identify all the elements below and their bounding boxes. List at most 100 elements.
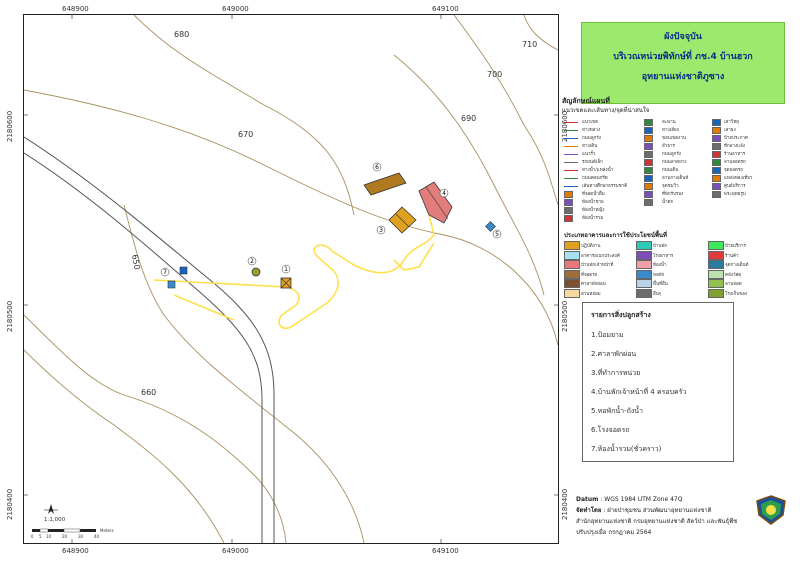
legend-symbol-label: ทางเลี่ยง	[662, 128, 679, 133]
legend-symbol-icon	[712, 119, 721, 126]
scale-tick: 10	[46, 534, 52, 539]
contour-line	[24, 89, 558, 346]
map-frame: 1 2 3 4 5 6 7 680 710 700 670 690 650 66…	[23, 14, 559, 544]
legend-symbol-label: ห้องน้ำรวม	[582, 216, 604, 221]
roof-ridge	[395, 213, 410, 228]
legend-symbol-icon	[712, 167, 721, 174]
legend-symbol-label: แหล่งท่องเที่ยว	[724, 176, 753, 181]
north-arrow-icon	[48, 504, 54, 514]
landuse-label: หอพัก	[653, 272, 665, 278]
coord-y-left: 2180600	[6, 110, 14, 142]
building-list-item: 5.หอพักน้ำ-ถังน้ำ	[591, 407, 643, 415]
legend-symbol-icon	[564, 191, 573, 198]
contour-line	[123, 204, 365, 543]
staff-house-building[interactable]	[418, 181, 453, 224]
grid-ticks	[24, 15, 558, 543]
building-number-labels: 1 2 3 4 5 6 7	[160, 162, 502, 277]
coord-y-left: 2180400	[6, 488, 14, 520]
legend-symbol-label: ถนนคอนกรีต	[582, 176, 608, 181]
building-list-box: รายการสิ่งปลูกสร้าง 1.ป้อมยาม 2.ศาลาพักผ…	[582, 302, 734, 462]
legend-symbol-label: แนวรั้ว	[582, 152, 596, 157]
restroom-building[interactable]	[167, 280, 176, 289]
legend-symbol-icon	[712, 135, 721, 142]
contour-line	[393, 54, 545, 296]
label-1: 1	[284, 266, 288, 273]
coord-x-top: 649100	[432, 5, 459, 13]
legend-symbol-icon	[644, 135, 653, 142]
title-line-2: บริเวณหน่วยพิทักษ์ที่ ภช.4 บ้านฮวก	[613, 52, 753, 62]
legend-symbol-label: ทางน้ำ/แหล่งน้ำ	[582, 168, 614, 173]
legend-symbol-icon	[564, 162, 578, 163]
legend-symbol-icon	[644, 119, 653, 126]
landuse-swatch	[636, 260, 652, 269]
map-footer: Datum : WGS 1984 UTM Zone 47Q จัดทำโดย :…	[576, 494, 737, 538]
legend-symbol-icon	[644, 167, 653, 174]
contour-line	[453, 15, 558, 206]
landuse-label: ป้ายบริการ	[725, 244, 746, 249]
landuse-swatch	[564, 269, 580, 279]
map-canvas[interactable]: 1 2 3 4 5 6 7 680 710 700 670 690 650 66…	[24, 15, 558, 543]
contour-label: 700	[487, 70, 502, 79]
landuse-label: จุดกางเต็นท์	[725, 263, 749, 268]
label-circle	[492, 229, 502, 239]
label-3: 3	[379, 227, 383, 234]
label-7: 7	[163, 269, 167, 276]
legend-symbol-label: ห้องน้ำหญิง	[582, 208, 605, 213]
landuse-label: อาคารอเนกประสงค์	[581, 253, 620, 259]
scale-tick: 0	[31, 534, 34, 539]
scale-ratio: 1:1,000	[44, 517, 66, 523]
title-line-3: อุทยานแห่งชาติภูซาง	[641, 72, 725, 82]
label-circle	[376, 225, 386, 235]
scale-tick: 20	[62, 534, 68, 539]
legend-symbol-label: จุดชมวิว	[662, 184, 679, 189]
buildings-layer	[167, 172, 496, 289]
building-list-item: 7.ห้องน้ำรวม(ชั่วคราว)	[591, 445, 662, 453]
landuse-swatch	[708, 288, 724, 298]
pavilion-building[interactable]	[251, 267, 261, 277]
contour-lines	[24, 15, 558, 543]
datum-value: : WGS 1984 UTM Zone 47Q	[600, 496, 683, 503]
legend-symbol-icon	[564, 170, 578, 171]
updated-date: ปรับปรุงเมื่อ กรกฎาคม 2564	[576, 529, 652, 536]
legend-symbol-label: ถนนลูกรัง	[582, 136, 601, 141]
legend-symbol-label: ลำธาร	[662, 144, 675, 149]
legend-symbol-label: เสาวิทยุ	[724, 120, 739, 125]
organization: สำนักอุทยานแห่งชาติ กรมอุทยานแห่งชาติ สั…	[576, 518, 738, 525]
legend-symbol-label: เสาธง	[724, 128, 736, 133]
legend-symbol-label: เส้นทางศึกษาธรรมชาติ	[582, 184, 628, 189]
scale-tick: 40	[94, 534, 100, 539]
legend-symbol-label: พระพุทธรูป	[724, 192, 746, 197]
landuse-swatch	[708, 241, 724, 250]
legend-symbol-icon	[712, 151, 721, 158]
water-tank-building[interactable]	[485, 221, 496, 232]
legend-symbol-label: ถนนลาดยาง	[662, 160, 687, 165]
coord-x-bottom: 649000	[222, 547, 249, 555]
legend-symbol-label: ที่กลางแจ้ง	[724, 144, 745, 149]
legend-symbol-icon	[712, 191, 721, 198]
legend-symbol-icon	[712, 159, 721, 166]
legend-symbol-icon	[644, 143, 653, 150]
building-list-item: 6.โรงจอดรถ	[591, 426, 630, 434]
legend-symbol-icon	[564, 146, 578, 147]
garage-building[interactable]	[363, 172, 407, 196]
legend-symbol-label: ลานจอดรถ	[724, 160, 746, 165]
landuse-label: อื่นๆ	[653, 291, 662, 297]
label-circle	[247, 256, 257, 266]
landuse-swatch	[636, 288, 652, 298]
contour-label: 690	[461, 114, 476, 123]
landuse-swatch	[636, 269, 652, 279]
scale-tick: 5	[39, 534, 42, 539]
legend-symbol-label: แนวเขต	[582, 120, 599, 125]
landuse-label: ลานจอด	[725, 282, 742, 287]
landuse-label: บ้านพัก	[653, 244, 668, 249]
landuse-swatch	[564, 250, 580, 260]
legend-symbol-label: ทางหลวง	[582, 128, 601, 133]
office-building[interactable]	[388, 206, 417, 234]
legend-symbol-label: ที่จอดน้ำดื่ม	[582, 192, 605, 197]
road-edge	[24, 152, 263, 543]
legend-symbol-icon	[712, 175, 721, 182]
title-box: ผังปัจจุบัน บริเวณหน่วยพิทักษ์ที่ ภช.4 บ…	[581, 22, 785, 104]
contour-line	[24, 349, 225, 543]
label-4: 4	[442, 190, 446, 197]
path-segment	[153, 214, 435, 330]
